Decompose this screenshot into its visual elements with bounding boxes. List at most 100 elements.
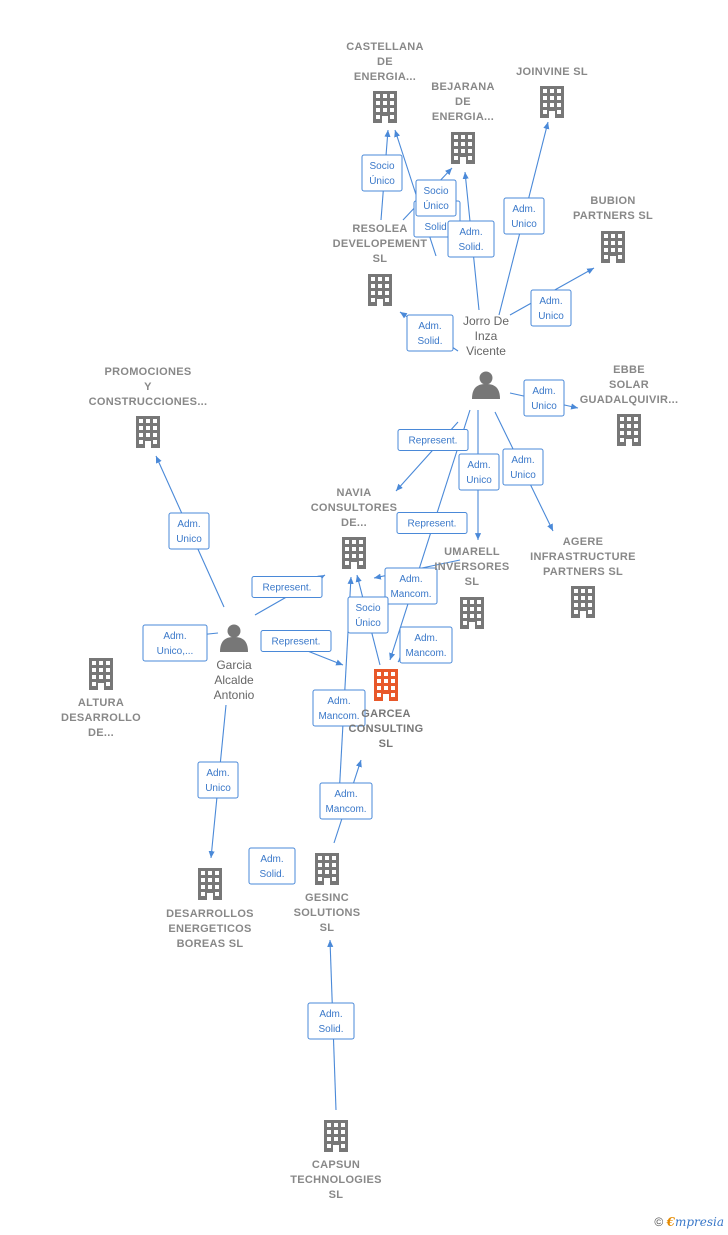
node-label: SOLAR (609, 379, 649, 391)
edge-label-jorro-bubion[interactable]: Adm.Unico (530, 289, 572, 327)
node-label: Garcia (216, 658, 252, 672)
brand-logo[interactable]: €mpresia (666, 1215, 724, 1229)
node-label: Alcalde (214, 673, 254, 687)
edge-label-jorro-agere[interactable]: Adm.Unico (502, 448, 544, 486)
edge-label-text: Unico (538, 311, 564, 322)
node-label: JOINVINE SL (516, 66, 588, 78)
node-label: CONSTRUCCIONES... (89, 396, 208, 408)
node-label: ENERGETICOS (168, 923, 251, 935)
building-icon (373, 91, 397, 123)
node-label: BEJARANA (431, 81, 495, 93)
edge-label-box (399, 626, 453, 664)
edge-label-box (347, 596, 389, 634)
node-label: Vicente (466, 344, 506, 358)
edge-label-jorro-garcea[interactable]: Represent. (396, 512, 468, 534)
edge-label-text: Solid. (417, 336, 442, 347)
node-label: Antonio (214, 688, 255, 702)
node-label: PARTNERS SL (543, 566, 623, 578)
edge-label-gesinc-garcea[interactable]: Adm.Mancom. (319, 782, 373, 820)
node-agere[interactable]: AGERE INFRASTRUCTURE PARTNERS SL (530, 536, 636, 618)
node-label: INVERSORES (434, 561, 509, 573)
edge-label-text: Solid. (424, 222, 449, 233)
node-joinvine[interactable]: JOINVINE SL (516, 66, 588, 118)
edge-label-box (361, 154, 403, 192)
edge-label-garcia-navia[interactable]: Represent. (251, 576, 323, 598)
edge-label-text: Unico (176, 534, 202, 545)
node-label: INFRASTRUCTURE (530, 551, 636, 563)
building-icon (315, 853, 339, 885)
building-icon (451, 132, 475, 164)
edge-label-jorro-umarell[interactable]: Adm.Unico (458, 453, 500, 491)
node-navia[interactable]: NAVIACONSULTORESDE... (311, 487, 398, 569)
edge-label-box (397, 429, 469, 451)
edge-label-text: Adm. (206, 768, 229, 779)
edge-label-jorro-ebbe[interactable]: Adm.Unico (523, 379, 565, 417)
edge-label-gesinc-navia[interactable]: Adm.Mancom. (312, 689, 366, 727)
edge-label-text: Represent. (263, 583, 312, 594)
edge-label-box (251, 576, 323, 598)
edge-label-garcia-promociones[interactable]: Adm.Unico (168, 512, 210, 550)
edge-label-jorro-navia[interactable]: Represent. (397, 429, 469, 451)
node-label: DE... (341, 517, 367, 529)
edge-label-gesinc-desarrollos[interactable]: Adm. Solid. (248, 847, 296, 885)
edge-label-text: Adm. (260, 854, 283, 865)
edge-label-box (503, 197, 545, 235)
node-ebbe[interactable]: EBBESOLARGUADALQUIVIR... (580, 364, 679, 446)
edge-label-box (312, 689, 366, 727)
node-altura[interactable]: ALTURADESARROLLODE... (61, 658, 141, 739)
edge-label-text: Único (423, 199, 449, 212)
node-promociones[interactable]: PROMOCIONESYCONSTRUCCIONES... (89, 366, 208, 448)
copyright-icon: © (654, 1215, 664, 1229)
edge-label-jorro-joinvine[interactable]: Adm.Unico (503, 197, 545, 235)
edge-label-jorro-resolea[interactable]: Adm. Solid. (406, 314, 454, 352)
node-label: DE... (88, 727, 114, 739)
edge-label-text: Solid. (458, 242, 483, 253)
edge-label-text: Mancom. (405, 648, 446, 659)
edge-label-garcia-garcea[interactable]: Represent. (260, 630, 332, 652)
edge-label-text: Adm. (418, 321, 441, 332)
edge-label-text: Mancom. (325, 804, 366, 815)
edge-label-jorro-bejarana[interactable]: Adm.Solid. (447, 220, 495, 258)
edge-label-garcia-altura[interactable]: Adm.Unico,... (142, 624, 208, 662)
node-castellana[interactable]: CASTELLANADEENERGIA... (346, 41, 424, 123)
node-label: ALTURA (78, 697, 124, 709)
edge-label-text: Único (355, 616, 381, 629)
node-label: RESOLEA (352, 223, 407, 235)
edge-label-text: Adm. (467, 460, 490, 471)
node-label: EBBE (613, 364, 645, 376)
edge-label-box (523, 379, 565, 417)
edge-label-box (142, 624, 208, 662)
edge-label-text: Solid. (259, 869, 284, 880)
edge-labels-layer: SocioÚnicoAdm.Solid.SocioÚnicoAdm.Solid.… (142, 154, 572, 1040)
edge-label-text: Unico (510, 470, 536, 481)
edge-label-garcia-desarrollos[interactable]: Adm.Unico (197, 761, 239, 799)
edge-label-text: Represent. (272, 637, 321, 648)
edge-label-jorro-navia[interactable]: Adm.Mancom. (384, 567, 438, 605)
building-icon (374, 669, 398, 701)
edge-label-text: Adm. (414, 633, 437, 644)
node-label: AGERE (563, 536, 604, 548)
building-icon (198, 868, 222, 900)
edge-label-box (319, 782, 373, 820)
node-label: CAPSUN (312, 1159, 360, 1171)
building-icon (601, 231, 625, 263)
node-bejarana[interactable]: BEJARANADEENERGIA... (431, 81, 495, 164)
edge-label-gesinc-garcea[interactable]: Adm. Mancom. (399, 626, 453, 664)
nodes-layer: CASTELLANADEENERGIA...BEJARANADEENERGIA.… (61, 41, 678, 1201)
building-icon (89, 658, 113, 690)
edge-label-text: Adm. (532, 386, 555, 397)
edge-label-capsun-gesinc[interactable]: Adm.Solid. (307, 1002, 355, 1040)
